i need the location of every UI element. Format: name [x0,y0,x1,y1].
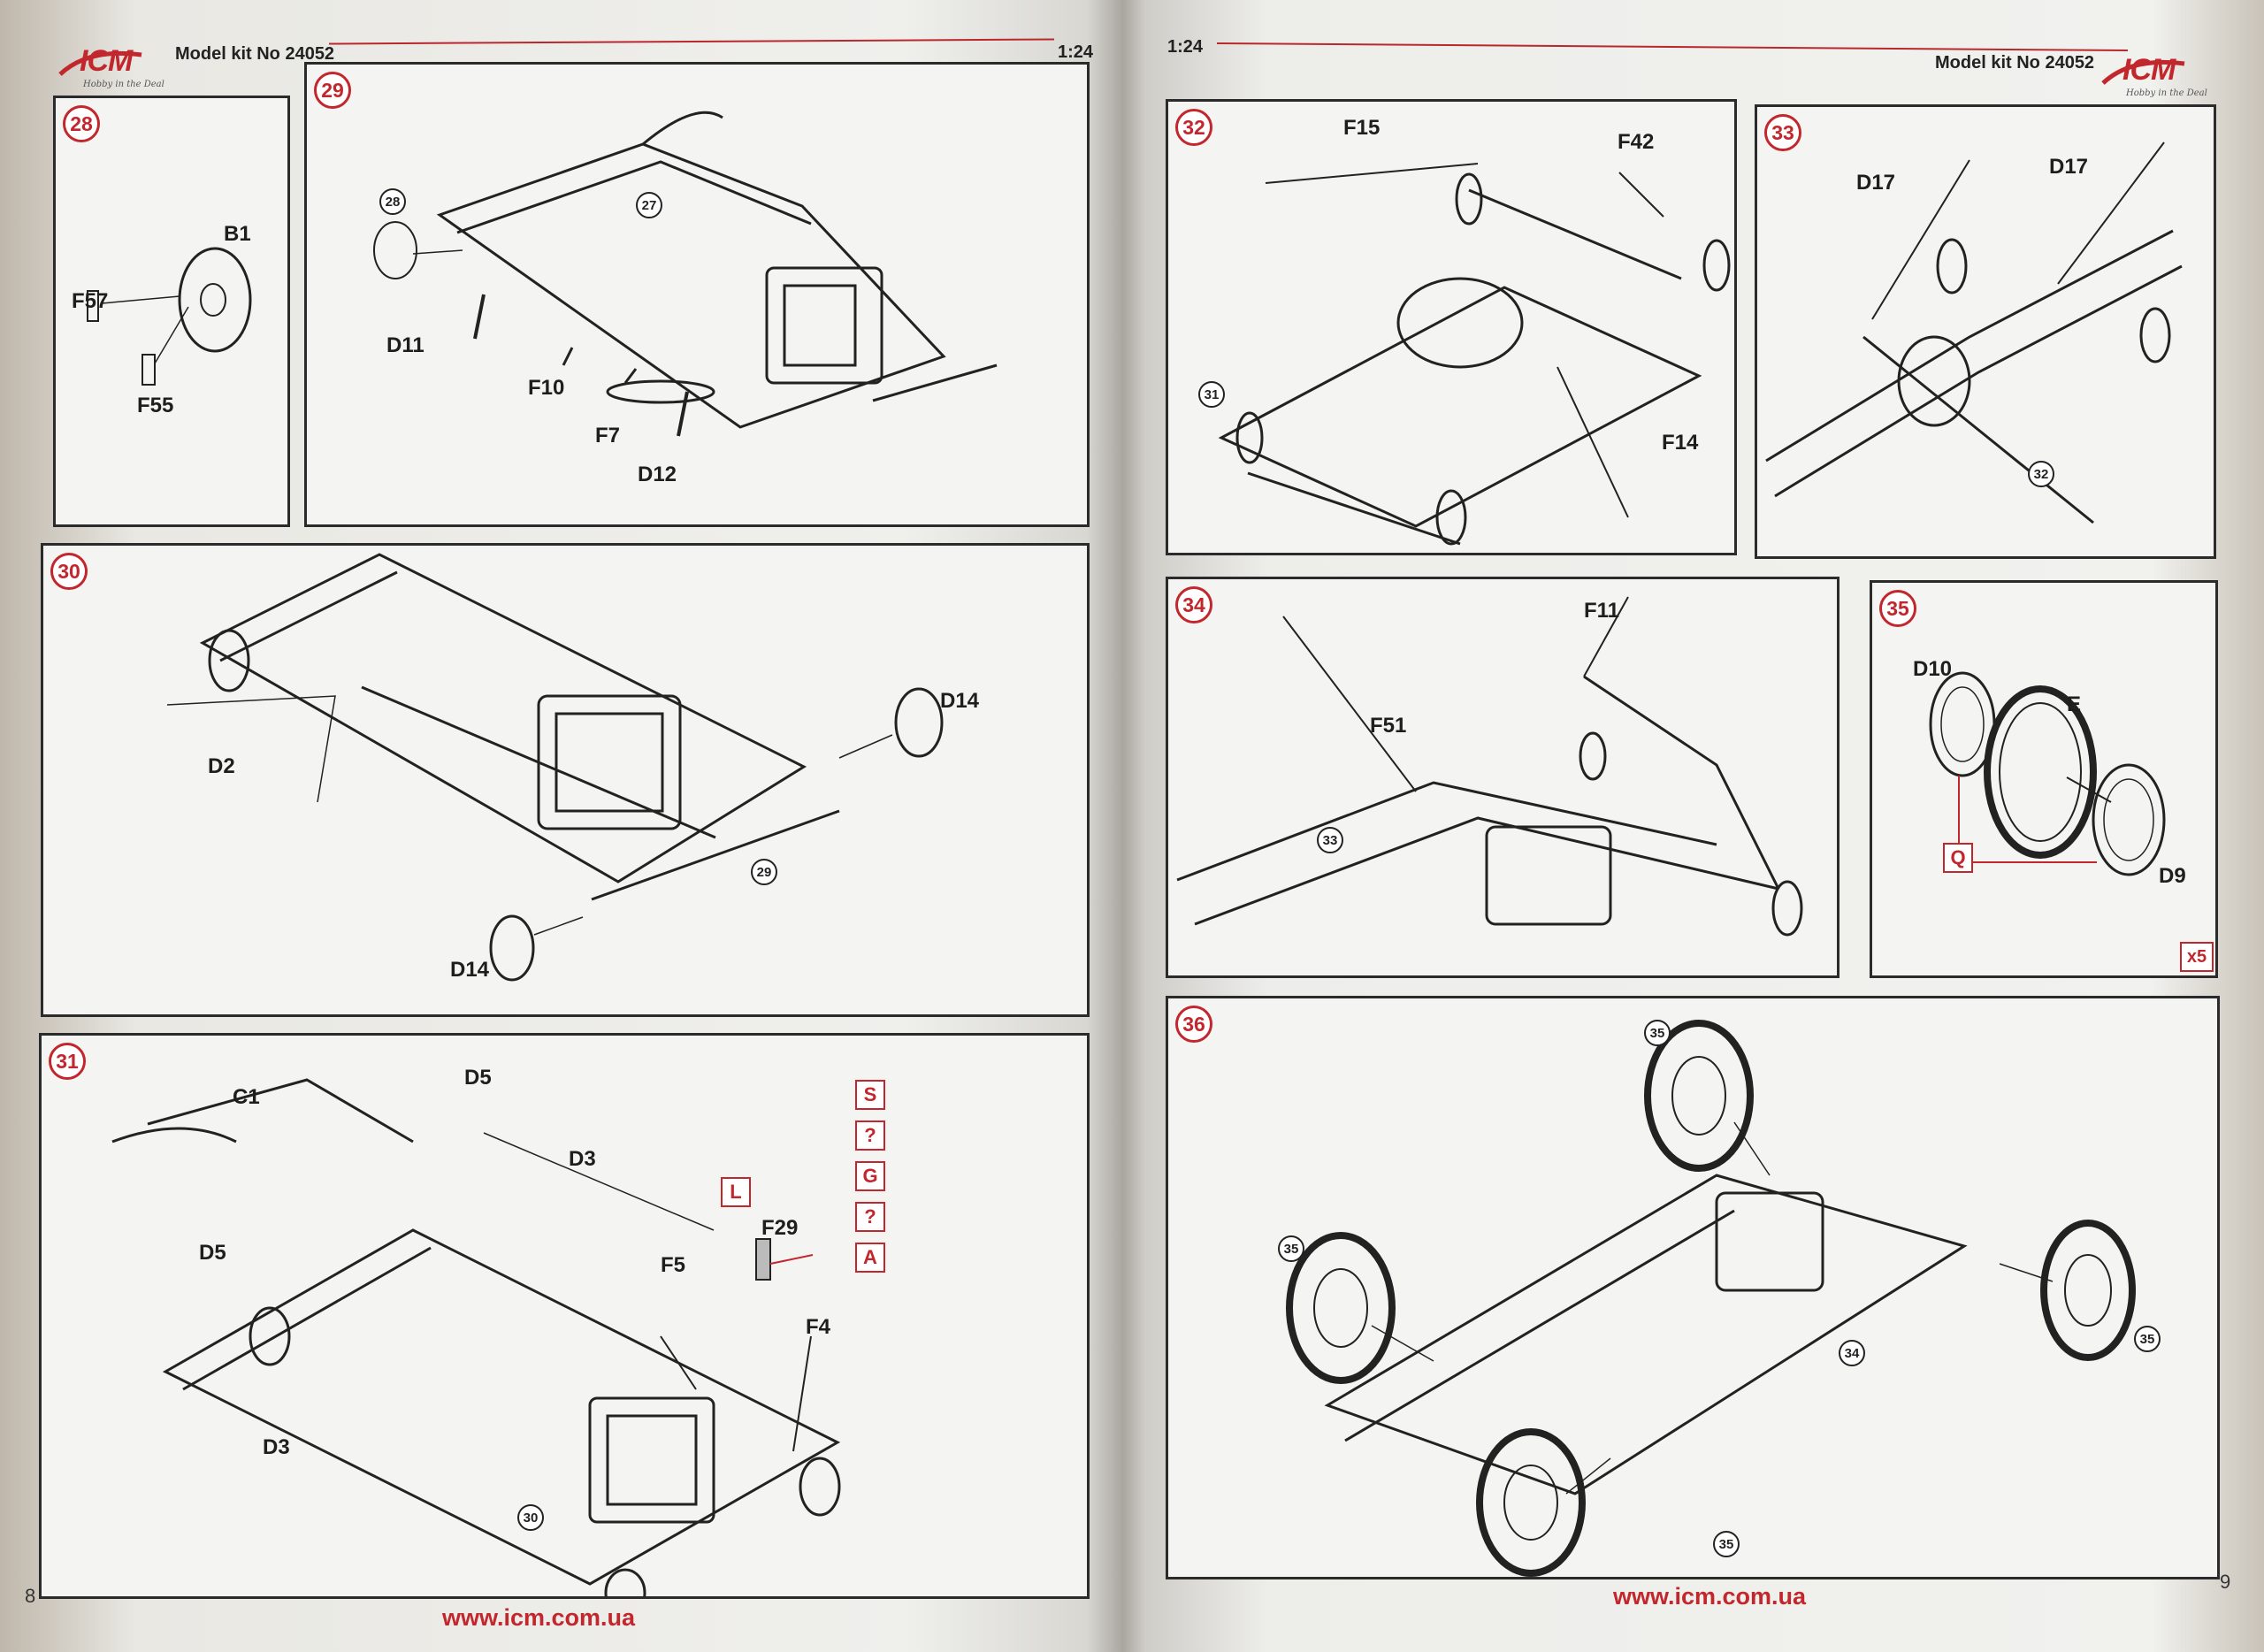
part-label: F51 [1370,714,1407,738]
part-label: F29 [761,1216,799,1240]
logo-text: ICM [80,44,133,78]
step-ref: 29 [751,859,777,885]
website-link[interactable]: www.icm.com.ua [1613,1583,1807,1610]
paint-code-box: G [855,1161,885,1191]
part-label: D5 [199,1241,226,1265]
kit-number: Model kit No 24052 [175,44,335,64]
paint-code-box: ? [855,1120,885,1151]
part-label: D10 [1913,657,1953,681]
step-ref: 32 [2028,461,2054,487]
part-label: D11 [386,333,424,357]
step-33-panel: 33 32 D17 D17 [1755,104,2216,559]
scale-label: 1:24 [1058,42,1094,62]
part-label: F10 [528,376,565,400]
part-label: F11 [1584,599,1620,623]
logo-text: ICM [2122,53,2176,87]
step-ref: 35 [1644,1020,1671,1046]
paint-code-box: Q [1943,843,1973,873]
page-number: 8 [25,1585,36,1607]
step-ref: 34 [1839,1340,1865,1366]
step-32-panel: 32 31 F15 F42 F14 [1166,99,1737,555]
step-number: 33 [1764,114,1801,151]
paint-code-box: ? [855,1202,885,1232]
part-label: B1 [224,222,251,246]
page-number: 9 [2220,1571,2231,1593]
header-rule [1217,42,2128,52]
part-label: D14 [450,958,490,982]
step-ref: 27 [636,192,662,218]
step-29-panel: 29 28 27 D11 [304,62,1090,527]
step-number: 35 [1879,590,1916,627]
wheel-assembly-drawing [1929,671,2166,876]
step-31-panel: 31 30 C1 D5 [39,1033,1090,1599]
step-30-panel: 30 29 D2 D14 D14 [41,543,1090,1017]
step-number: 31 [49,1043,86,1080]
part-label: F15 [1343,116,1381,140]
paint-code-box: A [855,1243,885,1273]
wheels-mounting-drawing [1286,1020,2136,1577]
step-28-panel: 28 B1 F57 F55 [53,96,290,527]
part-label: D3 [569,1147,596,1171]
brake-rods-drawing [1176,596,1803,937]
step-number: 36 [1175,1006,1212,1043]
part-label: D14 [940,689,980,713]
part-label: D9 [2159,864,2186,888]
part-label: F55 [137,394,174,417]
icm-logo: ICM Hobby in the Deal [2096,48,2207,110]
scale-label: 1:24 [1167,37,1204,57]
part-label: D17 [1856,171,1896,195]
part-label: D3 [263,1435,290,1459]
left-page: ICM Hobby in the Deal Model kit No 24052… [0,0,1123,1652]
step-35-panel: 35 Q x5 D10 E D9 [1870,580,2218,978]
right-page: 1:24 Model kit No 24052 ICM Hobby in the… [1132,0,2264,1652]
part-label: F42 [1618,130,1655,154]
step-number: 30 [50,553,88,590]
paint-code-box: S [855,1080,885,1110]
step-number: 28 [63,105,100,142]
step-ref: 35 [1713,1531,1740,1557]
part-label: D5 [464,1066,492,1090]
step-ref: 35 [2134,1326,2161,1352]
step-ref: 28 [379,188,406,215]
icm-logo: ICM Hobby in the Deal [53,39,164,101]
part-label: F57 [72,289,109,313]
step-ref: 33 [1317,827,1343,853]
quantity-box: x5 [2180,942,2214,972]
step-number: 32 [1175,109,1212,146]
radius-rods-drawing [1765,141,2183,524]
front-axle-drawing [166,553,944,982]
website-link[interactable]: www.icm.com.ua [442,1604,636,1631]
step-number: 29 [314,72,351,109]
kit-number: Model kit No 24052 [1935,53,2095,73]
part-label: F7 [595,424,621,447]
part-label: F14 [1662,431,1699,455]
step-36-panel: 36 [1166,996,2220,1579]
step-number: 34 [1175,586,1212,623]
part-label: C1 [233,1085,260,1109]
header-rule [329,38,1054,45]
chassis-frame-drawing [373,111,998,437]
step-ref: 35 [1278,1235,1304,1262]
part-label: F5 [661,1253,686,1277]
step-34-panel: 34 33 F11 F51 [1166,577,1840,978]
part-label: F4 [806,1315,831,1339]
logo-swoosh-icon [58,50,142,76]
paint-code-box: L [721,1177,751,1207]
rear-axle-rods-drawing [1218,163,1731,546]
steering-linkage-drawing [111,1078,841,1596]
step-ref: 30 [517,1504,544,1531]
part-label: E [2067,692,2082,716]
part-label: D17 [2049,155,2089,179]
logo-swoosh-icon [2101,59,2185,85]
step-ref: 31 [1198,381,1225,408]
part-label: D12 [638,463,677,486]
logo-tagline: Hobby in the Deal [2126,88,2207,98]
brake-backplate-drawing [87,247,252,386]
part-label: D2 [208,754,235,778]
logo-tagline: Hobby in the Deal [83,80,164,89]
